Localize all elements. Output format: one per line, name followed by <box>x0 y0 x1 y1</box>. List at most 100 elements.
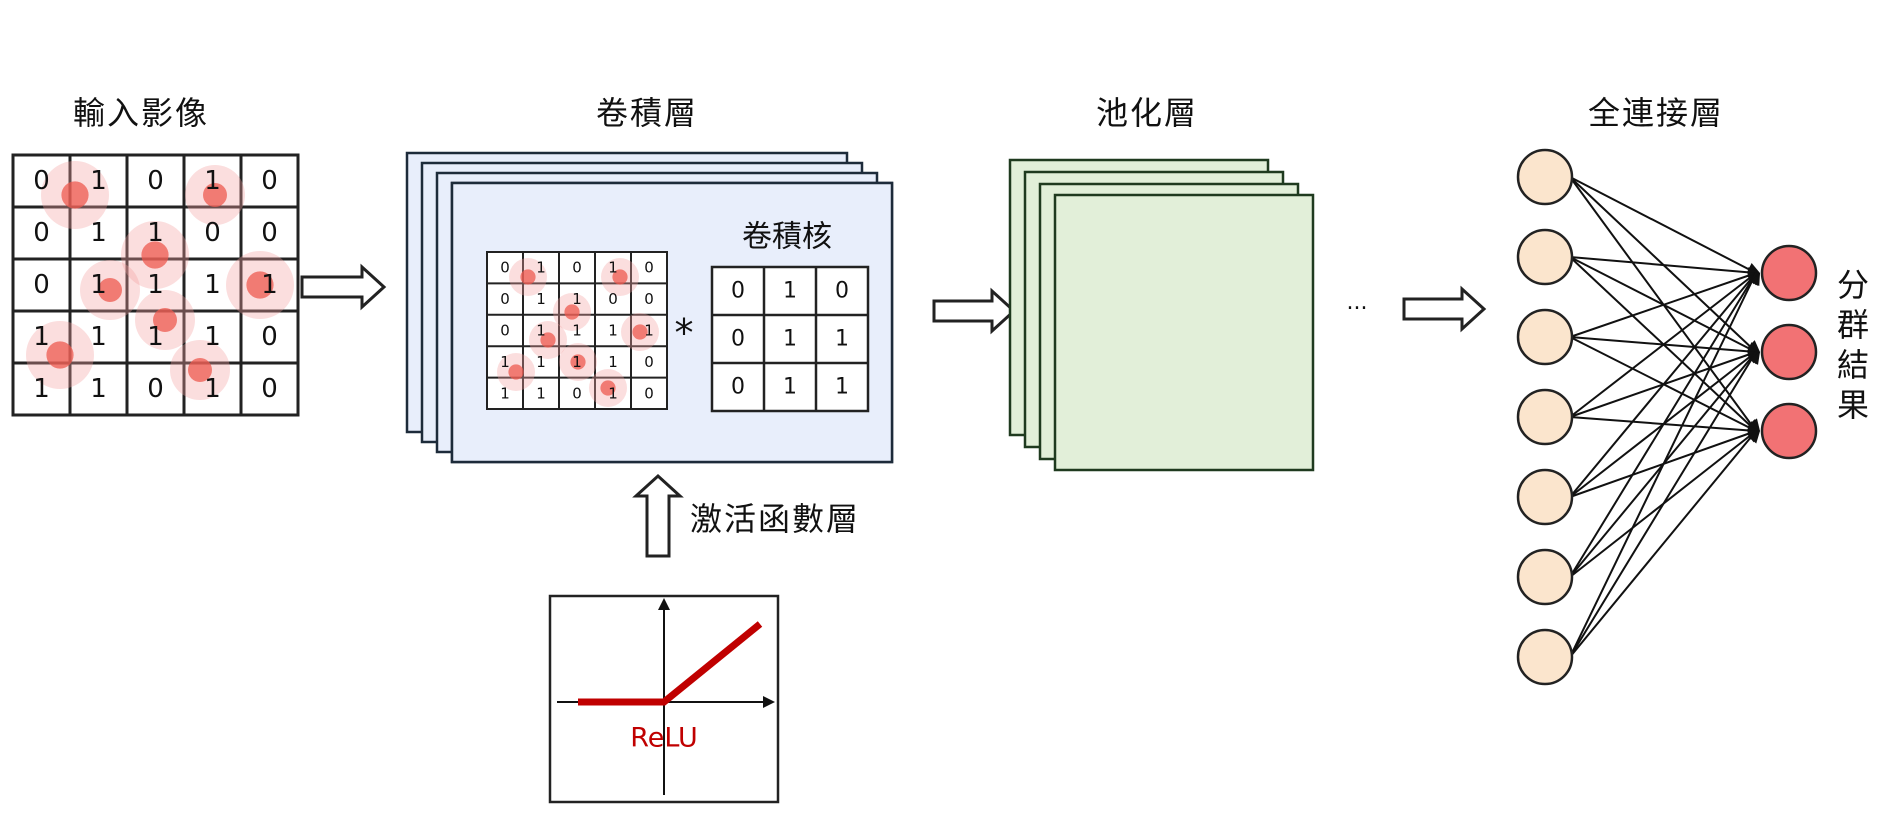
input-grid-cell: 1 <box>204 166 221 196</box>
conv-input-grid-cell: 0 <box>644 290 654 308</box>
conv-input-grid-cell: 1 <box>608 259 618 277</box>
conv-input-grid-cell: 1 <box>572 322 582 340</box>
conv-input-grid-cell: 0 <box>500 322 510 340</box>
conv-input-grid-cell: 0 <box>500 259 510 277</box>
input-grid-cell: 1 <box>204 374 221 404</box>
kernel-grid-cell: 1 <box>783 375 797 400</box>
pool-layer-title: 池化層 <box>1096 94 1199 132</box>
conv-input-grid-cell: 1 <box>608 384 618 402</box>
conv-grid-highlight-dot <box>564 304 580 320</box>
input-grid-cell: 1 <box>90 218 107 248</box>
input-grid-cell: 0 <box>204 218 221 248</box>
output-neuron <box>1760 244 1818 302</box>
input-neuron <box>1516 228 1574 286</box>
output-result-title: 分群結果 <box>1832 268 1870 428</box>
conv-input-grid-cell: 1 <box>644 322 654 340</box>
input-grid-cell: 1 <box>90 166 107 196</box>
input-image-title: 輸入影像 <box>73 94 210 132</box>
fc-connection-line <box>1569 272 1757 658</box>
input-highlight-dot <box>46 341 74 369</box>
conv-input-grid-cell: 0 <box>608 290 618 308</box>
fc-connection-line <box>1569 430 1757 658</box>
kernel-grid-cell: 1 <box>835 327 849 352</box>
fc-arrowhead <box>1748 431 1760 444</box>
fc-arrowhead <box>1750 273 1760 286</box>
convolution-operator: * <box>675 311 694 355</box>
conv-input-grid-cell: 0 <box>500 290 510 308</box>
fc-connection-line <box>1569 272 1757 498</box>
input-neuron <box>1516 148 1574 206</box>
input-grid-cell: 0 <box>33 166 50 196</box>
conv-input-grid-cell: 1 <box>608 322 618 340</box>
conv-grid-highlight-dot <box>612 269 628 285</box>
conv-input-grid-cell: 1 <box>572 353 582 371</box>
kernel-grid-frame <box>710 265 870 413</box>
conv-input-grid-cell: 1 <box>536 259 546 277</box>
input-grid-cell: 1 <box>204 270 221 300</box>
conv-input-grid-cell: 1 <box>536 384 546 402</box>
input-grid-cell: 1 <box>147 270 164 300</box>
kernel-grid-cell: 0 <box>731 279 745 304</box>
input-grid-cell: 1 <box>147 218 164 248</box>
kernel-grid <box>710 265 870 413</box>
kernel-title: 卷積核 <box>742 220 832 255</box>
conv-grid-highlight-dot <box>632 324 648 340</box>
fc-connection-line <box>1569 351 1757 658</box>
kernel-grid-cell: 0 <box>835 279 849 304</box>
conv-grid-highlight-dot <box>540 332 556 348</box>
input-highlight-dot <box>246 271 274 299</box>
input-grid-cell: 1 <box>33 322 50 352</box>
conv-input-grid-cell: 1 <box>500 353 510 371</box>
conv-input-grid-cell: 0 <box>644 259 654 277</box>
conv-input-grid-cell: 1 <box>536 353 546 371</box>
input-grid-cell: 1 <box>90 322 107 352</box>
input-grid-cell: 1 <box>33 374 50 404</box>
kernel-grid-cell: 1 <box>783 279 797 304</box>
fc-connection-line <box>1569 272 1757 338</box>
input-grid-cell: 0 <box>261 322 278 352</box>
fc-connection-line <box>1569 176 1757 274</box>
input-grid-cell: 1 <box>204 322 221 352</box>
input-grid-cell: 0 <box>33 270 50 300</box>
conv-grid-highlight-dot <box>520 269 536 285</box>
output-neuron <box>1760 402 1818 460</box>
input-grid-cell: 1 <box>147 322 164 352</box>
input-neuron <box>1516 548 1574 606</box>
input-grid-cell: 0 <box>261 218 278 248</box>
kernel-grid-cell: 0 <box>731 327 745 352</box>
arrow-conv-to-pool-icon <box>932 287 1017 335</box>
fc-arrowhead <box>1749 352 1760 365</box>
fc-connection-line <box>1569 272 1757 418</box>
input-highlight-dot <box>203 183 227 207</box>
input-neuron <box>1516 308 1574 366</box>
fc-connections <box>1569 176 1760 658</box>
fc-layer-title: 全連接層 <box>1588 94 1725 132</box>
pool-feature-panel <box>1053 193 1315 472</box>
conv-layer-title: 卷積層 <box>596 94 699 132</box>
kernel-grid-cell: 0 <box>731 375 745 400</box>
relu-y-arrowhead <box>658 598 670 610</box>
input-highlight-dot <box>61 181 89 209</box>
relu-curve <box>578 621 763 706</box>
input-grid-cell: 0 <box>261 374 278 404</box>
relu-x-arrowhead <box>763 696 775 708</box>
input-grid-cell: 0 <box>147 374 164 404</box>
conv-input-grid-cell: 1 <box>608 353 618 371</box>
output-neuron <box>1760 323 1818 381</box>
input-grid-cell: 1 <box>90 270 107 300</box>
input-highlight-dot <box>141 241 169 269</box>
ellipsis: ··· <box>1347 297 1368 322</box>
conv-input-grid-cell: 1 <box>536 322 546 340</box>
conv-grid-highlight-dot <box>570 354 586 370</box>
conv-input-grid-cell: 0 <box>644 353 654 371</box>
conv-input-grid-cell: 1 <box>572 290 582 308</box>
input-grid-cell: 0 <box>33 218 50 248</box>
conv-input-grid-cell: 0 <box>644 384 654 402</box>
input-highlight-dot <box>98 278 122 302</box>
input-highlight-dot <box>188 358 212 382</box>
arrow-to-fc-icon <box>1402 285 1487 333</box>
input-grid-cell: 0 <box>147 166 164 196</box>
activation-layer-title: 激活函數層 <box>690 500 861 538</box>
arrow-activation-up-icon <box>632 473 684 558</box>
